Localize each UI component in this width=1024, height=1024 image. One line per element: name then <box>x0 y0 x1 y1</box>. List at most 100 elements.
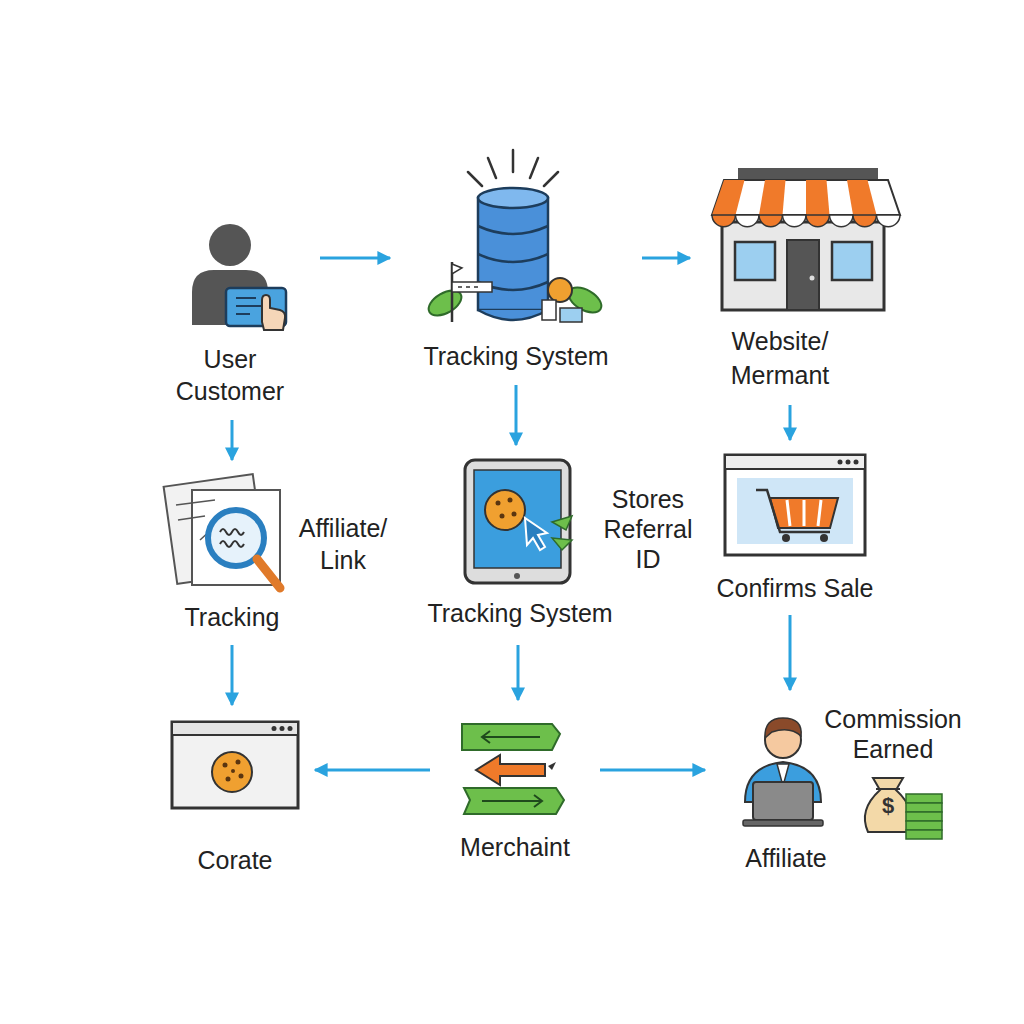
cookie-chip <box>231 769 235 773</box>
tablet-cookie-icon <box>465 460 572 583</box>
squiggle-marks <box>220 529 244 547</box>
tablet-screen <box>474 470 561 568</box>
node-label: Corate <box>165 844 305 876</box>
icon-node: Tracking System <box>400 160 632 375</box>
scallop <box>783 215 807 227</box>
affiliate-hair <box>765 718 801 738</box>
storefront-icon <box>712 168 900 310</box>
node-label: Tracking System <box>400 340 632 372</box>
browser-cookie-icon <box>172 722 298 808</box>
green-chevron <box>552 516 572 530</box>
browser-dot <box>846 460 851 465</box>
cookie-chip <box>496 501 501 506</box>
cart-stripes <box>787 500 821 526</box>
flag-tag <box>452 282 492 292</box>
green-banner <box>462 724 560 750</box>
awning-stripe <box>712 180 745 215</box>
magnifier-handle <box>257 559 280 588</box>
scallop <box>806 215 830 227</box>
banner-arrow <box>482 731 540 743</box>
orange-arrow <box>476 755 545 785</box>
green-banner <box>464 788 564 814</box>
node-label: Stores Referral ID <box>598 484 698 574</box>
small-envelope <box>560 308 582 322</box>
icon-node: Affiliate/ LinkTracking <box>160 470 405 635</box>
icon-node: User Customer <box>150 215 310 410</box>
cookie-chip <box>512 512 517 517</box>
browser-bar <box>172 722 298 735</box>
coin <box>548 278 572 302</box>
cylinder-base <box>478 310 548 320</box>
cart-wheel <box>820 534 828 542</box>
flow-arrow <box>517 645 520 700</box>
flow-arrow <box>231 645 234 705</box>
flag <box>452 264 462 274</box>
tag-dashes <box>458 286 478 288</box>
hand <box>262 295 285 330</box>
icon-node: Website/ Mermant <box>700 165 905 395</box>
scallop <box>877 215 901 227</box>
icon-node: Confirms Sale <box>705 450 885 605</box>
cylinder-top <box>478 188 548 208</box>
browser-content <box>737 478 853 544</box>
cash-note <box>906 794 942 803</box>
node-label: User Customer <box>160 343 300 407</box>
cursor <box>525 518 547 550</box>
store-wall <box>722 222 884 310</box>
node-label: Website/ Mermant <box>715 324 845 392</box>
flow-arrow <box>789 615 792 690</box>
browser-dot <box>280 726 285 731</box>
database-icon <box>424 150 605 322</box>
browser-dot <box>854 460 859 465</box>
cylinder-bands <box>478 226 548 290</box>
scallop <box>830 215 854 227</box>
green-chevron <box>552 538 572 550</box>
cash-note <box>906 803 942 812</box>
flow-arrow <box>320 257 390 260</box>
cookie-chip <box>508 498 513 503</box>
user-head <box>209 224 251 266</box>
node-label: Confirms Sale <box>705 572 885 604</box>
icon-node: Corate <box>165 715 305 880</box>
cart-basket <box>770 498 838 528</box>
currency-symbol: $ <box>876 793 900 819</box>
node-sublabel: Affiliate <box>721 842 851 874</box>
flow-arrow <box>315 769 430 772</box>
store-window <box>832 242 872 280</box>
node-label: Commission Earned <box>813 704 973 764</box>
banner-arrow <box>482 795 542 807</box>
rays <box>468 150 558 186</box>
bag-tie <box>876 788 900 790</box>
door-knob <box>810 276 815 281</box>
awning-stripe <box>806 180 830 215</box>
browser-cart-icon <box>725 455 865 555</box>
cookie-chip <box>500 514 505 519</box>
laptop-lid <box>753 782 813 820</box>
money-bag <box>865 778 911 832</box>
store-door <box>787 240 819 310</box>
cookie-chip <box>236 760 241 765</box>
awning-stripe <box>759 180 786 215</box>
cylinder-body <box>478 198 548 310</box>
flow-arrow <box>515 385 518 445</box>
cart-handle <box>756 490 830 532</box>
awning <box>712 180 900 215</box>
node-label: Affiliate/ Link <box>283 512 403 576</box>
scallop <box>759 215 783 227</box>
cookie-chip <box>223 763 228 768</box>
scallop <box>712 215 736 227</box>
icon-node: Stores Referral ID Tracking System <box>405 455 705 635</box>
cookie <box>485 490 525 530</box>
store-sign-bar <box>738 168 878 180</box>
home-button <box>514 573 520 579</box>
icon-node: Commission EarnedAffiliate <box>715 700 980 880</box>
cash-note <box>906 821 942 830</box>
cookie-chip <box>239 774 244 779</box>
cash-note <box>906 830 942 839</box>
node-sublabel: Tracking System <box>408 597 632 629</box>
laptop-base <box>743 820 823 826</box>
browser-bar <box>725 455 865 469</box>
node-label: Merchaint <box>440 831 590 863</box>
browser-dot <box>272 726 277 731</box>
user-icon <box>192 224 286 330</box>
